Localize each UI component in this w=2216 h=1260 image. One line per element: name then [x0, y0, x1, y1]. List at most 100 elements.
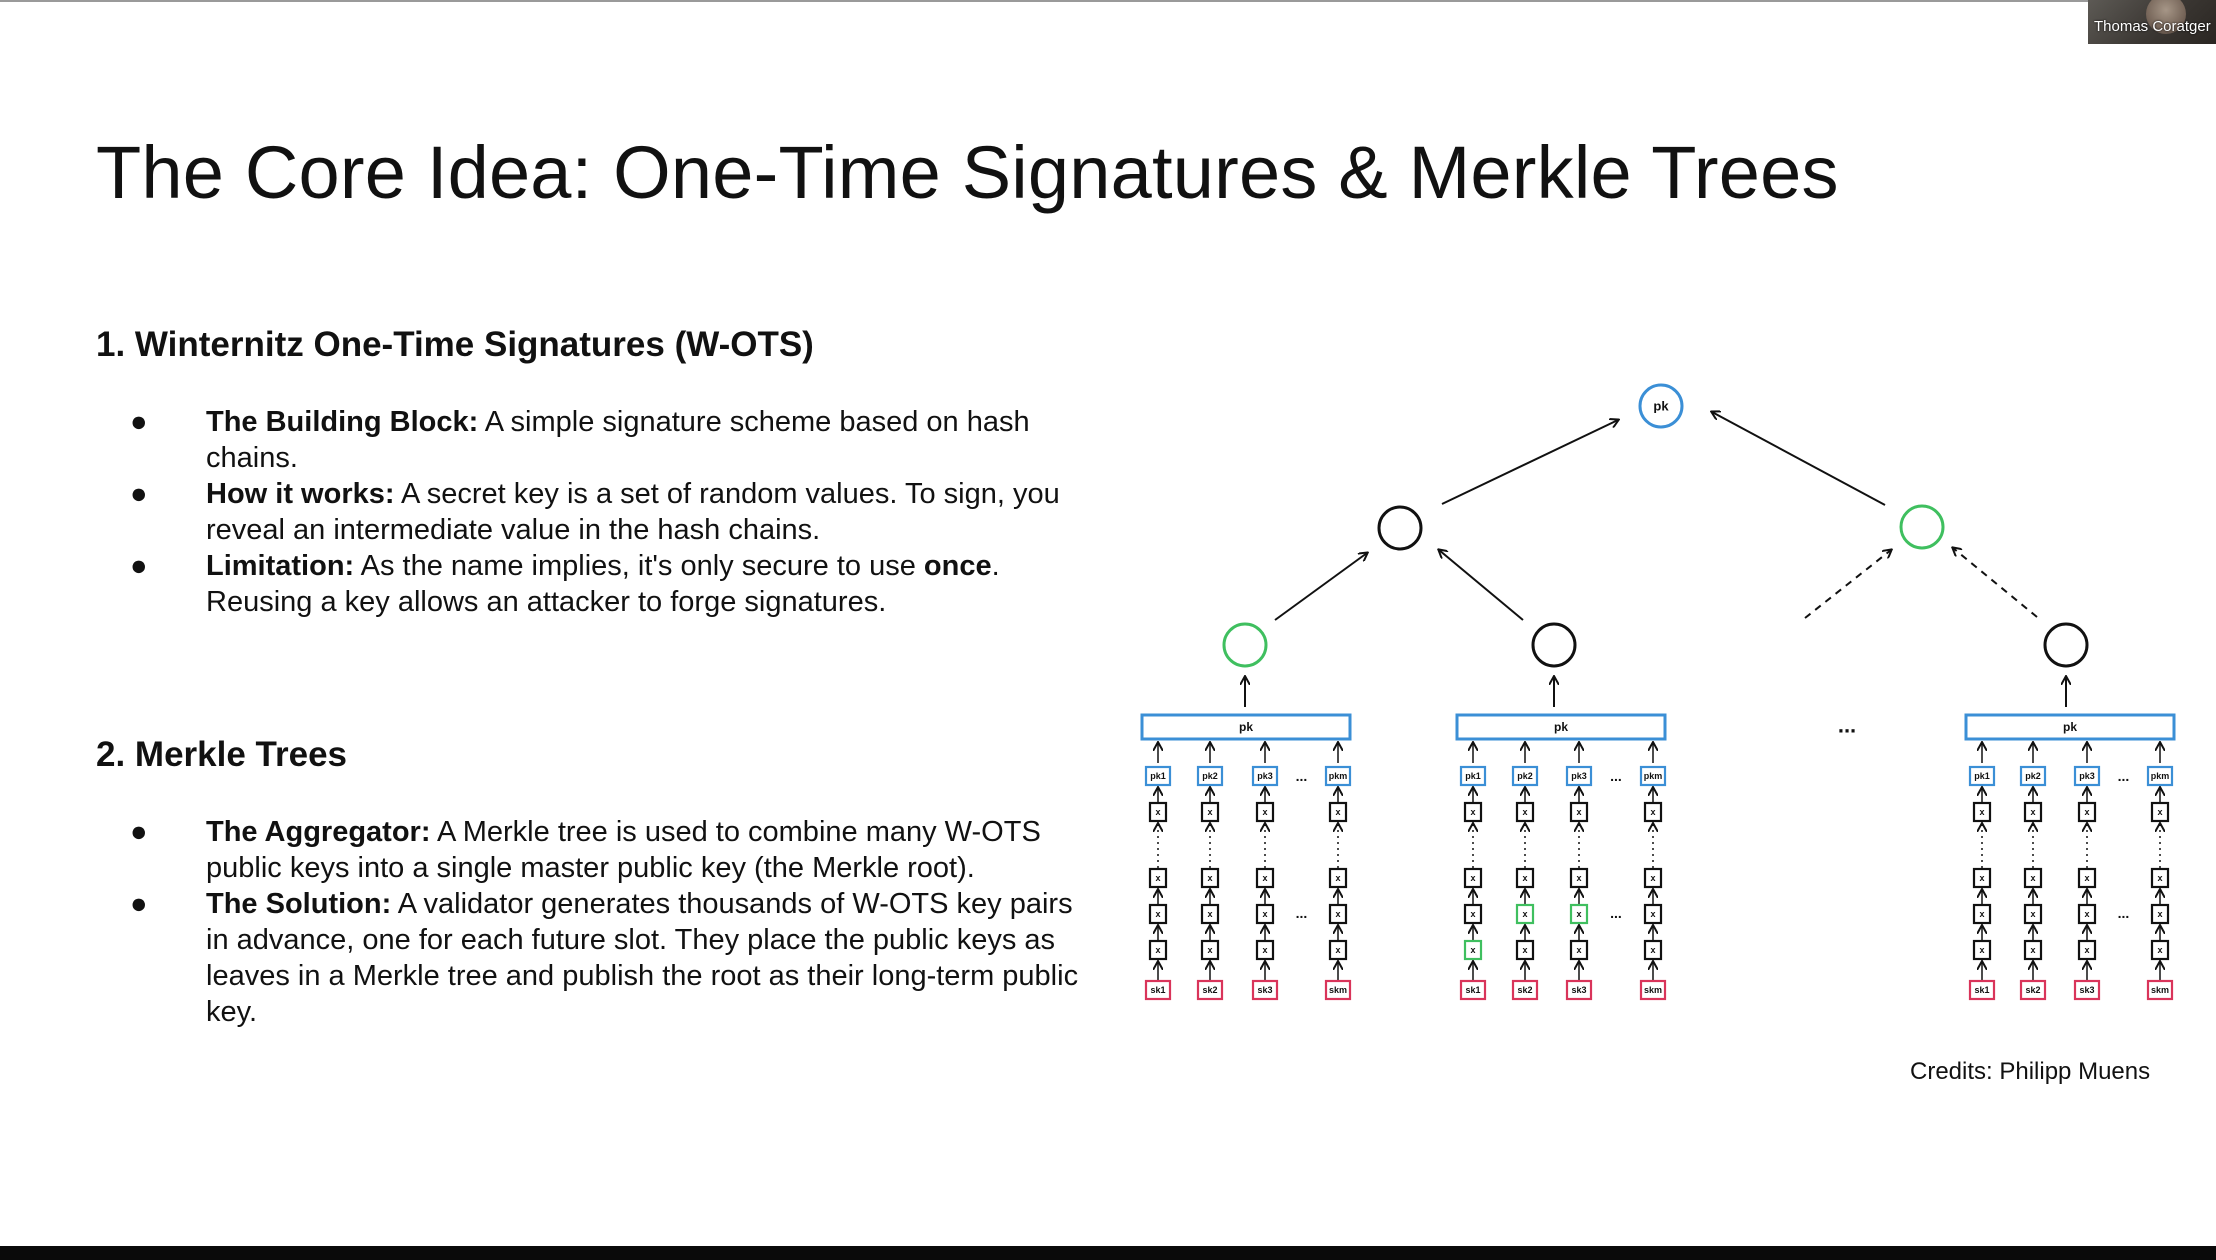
- chain-node-label: x: [1470, 873, 1475, 883]
- chain-node: [1463, 939, 1483, 961]
- chain-node: [1972, 903, 1992, 925]
- wots-public-key-label: pk: [2063, 720, 2077, 734]
- bullet-label: How it works:: [206, 478, 395, 510]
- chain-node-label: x: [1155, 807, 1160, 817]
- chain-node-label: x: [1207, 945, 1212, 955]
- chain-node-label: x: [1262, 945, 1267, 955]
- chain-node: [1972, 801, 1992, 823]
- subtree-ellipsis: ...: [1838, 713, 1856, 738]
- chain-node: [1463, 801, 1483, 823]
- chain-node-label: x: [1335, 807, 1340, 817]
- chain-node-label: x: [1207, 909, 1212, 919]
- chain-node-label: sk1: [1150, 985, 1165, 995]
- chain-node-label: x: [2084, 945, 2089, 955]
- chain-node: [1643, 903, 1663, 925]
- chain-node: [1972, 867, 1992, 889]
- chain-node-label: x: [1650, 909, 1655, 919]
- bullet-dot-icon: ●: [130, 888, 148, 920]
- chain-node-label: x: [2030, 873, 2035, 883]
- chain-node-label: pkm: [1329, 771, 1348, 781]
- wots-bullet-list: ● The Building Block: A simple signature…: [130, 404, 1090, 620]
- chain-node: [1255, 939, 1275, 961]
- bullet-dot-icon: ●: [130, 478, 148, 510]
- leaf-subtree-1: pkpk1xxxxsk1pk2xxxxsk2pk3xxxxsk3pkmxxxxs…: [1140, 713, 1352, 1001]
- chain-node-label: x: [2030, 807, 2035, 817]
- chain-node: [2150, 939, 2170, 961]
- chain-node-label: x: [2157, 807, 2162, 817]
- chain-node-label: x: [2030, 909, 2035, 919]
- chain-node: [1196, 979, 1224, 1001]
- bullet-dot-icon: ●: [130, 550, 148, 582]
- chain-node-label: pk1: [1150, 771, 1166, 781]
- chain-node-label: x: [1979, 909, 1984, 919]
- bullet-limitation: ● Limitation: As the name implies, it's …: [130, 548, 1090, 620]
- chain-node: [1144, 765, 1172, 787]
- leaf-hash-node-4: [2043, 622, 2089, 668]
- column-ellipsis: ...: [1610, 905, 1622, 921]
- chain-node: [1515, 801, 1535, 823]
- tree-edge: [1712, 412, 1886, 506]
- bullet-text: As the name implies, it's only secure to…: [354, 550, 924, 582]
- chain-node-label: x: [1979, 945, 1984, 955]
- chain-node-label: x: [1335, 909, 1340, 919]
- leaf-subtree-2: pkpk1xxxxsk1pk2xxxxsk2pk3xxxxsk3pkmxxxxs…: [1455, 713, 1667, 1001]
- bullet-how-it-works: ● How it works: A secret key is a set of…: [130, 476, 1090, 548]
- chain-node: [1515, 903, 1535, 925]
- chain-node: [2023, 939, 2043, 961]
- tree-edge: [1274, 553, 1367, 621]
- chain-node: [2077, 867, 2097, 889]
- chain-node: [2023, 801, 2043, 823]
- chain-node: [2150, 867, 2170, 889]
- internal-node-left: [1377, 505, 1423, 551]
- chain-node: [1324, 765, 1352, 787]
- chain-node: [1643, 867, 1663, 889]
- chain-node: [1144, 979, 1172, 1001]
- top-border: [0, 0, 2216, 2]
- chain-node-label: x: [1979, 873, 1984, 883]
- slide-title: The Core Idea: One-Time Signatures & Mer…: [96, 131, 1839, 214]
- chain-node: [1255, 801, 1275, 823]
- bottom-bar: [0, 1246, 2216, 1260]
- chain-node-label: sk2: [1517, 985, 1532, 995]
- chain-node-label: pkm: [1644, 771, 1663, 781]
- chain-node-label: x: [1470, 909, 1475, 919]
- wots-public-key-label: pk: [1554, 720, 1568, 734]
- chain-node-label: pk2: [2025, 771, 2041, 781]
- chain-node: [1324, 979, 1352, 1001]
- merkle-root-node: [1638, 383, 1684, 429]
- chain-node-label: skm: [2151, 985, 2169, 995]
- bullet-dot-icon: ●: [130, 406, 148, 438]
- wots-public-key-box: [1455, 713, 1667, 741]
- chain-node: [1515, 867, 1535, 889]
- chain-node-label: pk1: [1974, 771, 1990, 781]
- chain-node-label: x: [1262, 909, 1267, 919]
- chain-node: [1148, 801, 1168, 823]
- chain-node: [1643, 939, 1663, 961]
- bullet-label: The Building Block:: [206, 406, 479, 438]
- chain-node: [1255, 867, 1275, 889]
- chain-node-label: x: [2157, 945, 2162, 955]
- chain-node: [1200, 903, 1220, 925]
- chain-node-label: x: [1262, 807, 1267, 817]
- chain-node: [2073, 765, 2101, 787]
- bullet-text: A simple signature scheme based on hash …: [206, 406, 1030, 474]
- presenter-video-tile[interactable]: Thomas Coratger: [2088, 0, 2216, 44]
- chain-node: [1639, 979, 1667, 1001]
- chain-node-label: x: [2084, 873, 2089, 883]
- bullet-label: The Aggregator:: [206, 816, 431, 848]
- tree-edge-dashed: [1953, 548, 2038, 618]
- section-heading-merkle: 2. Merkle Trees: [96, 735, 347, 774]
- chain-node-label: pkm: [2151, 771, 2170, 781]
- merkle-root-label: pk: [1653, 399, 1669, 414]
- chain-node-label: pk3: [1571, 771, 1587, 781]
- chain-node-label: x: [1470, 945, 1475, 955]
- chain-node: [2146, 979, 2174, 1001]
- bullet-text: . Reusing a key allows an attacker to fo…: [206, 550, 1000, 618]
- chain-node: [1328, 801, 1348, 823]
